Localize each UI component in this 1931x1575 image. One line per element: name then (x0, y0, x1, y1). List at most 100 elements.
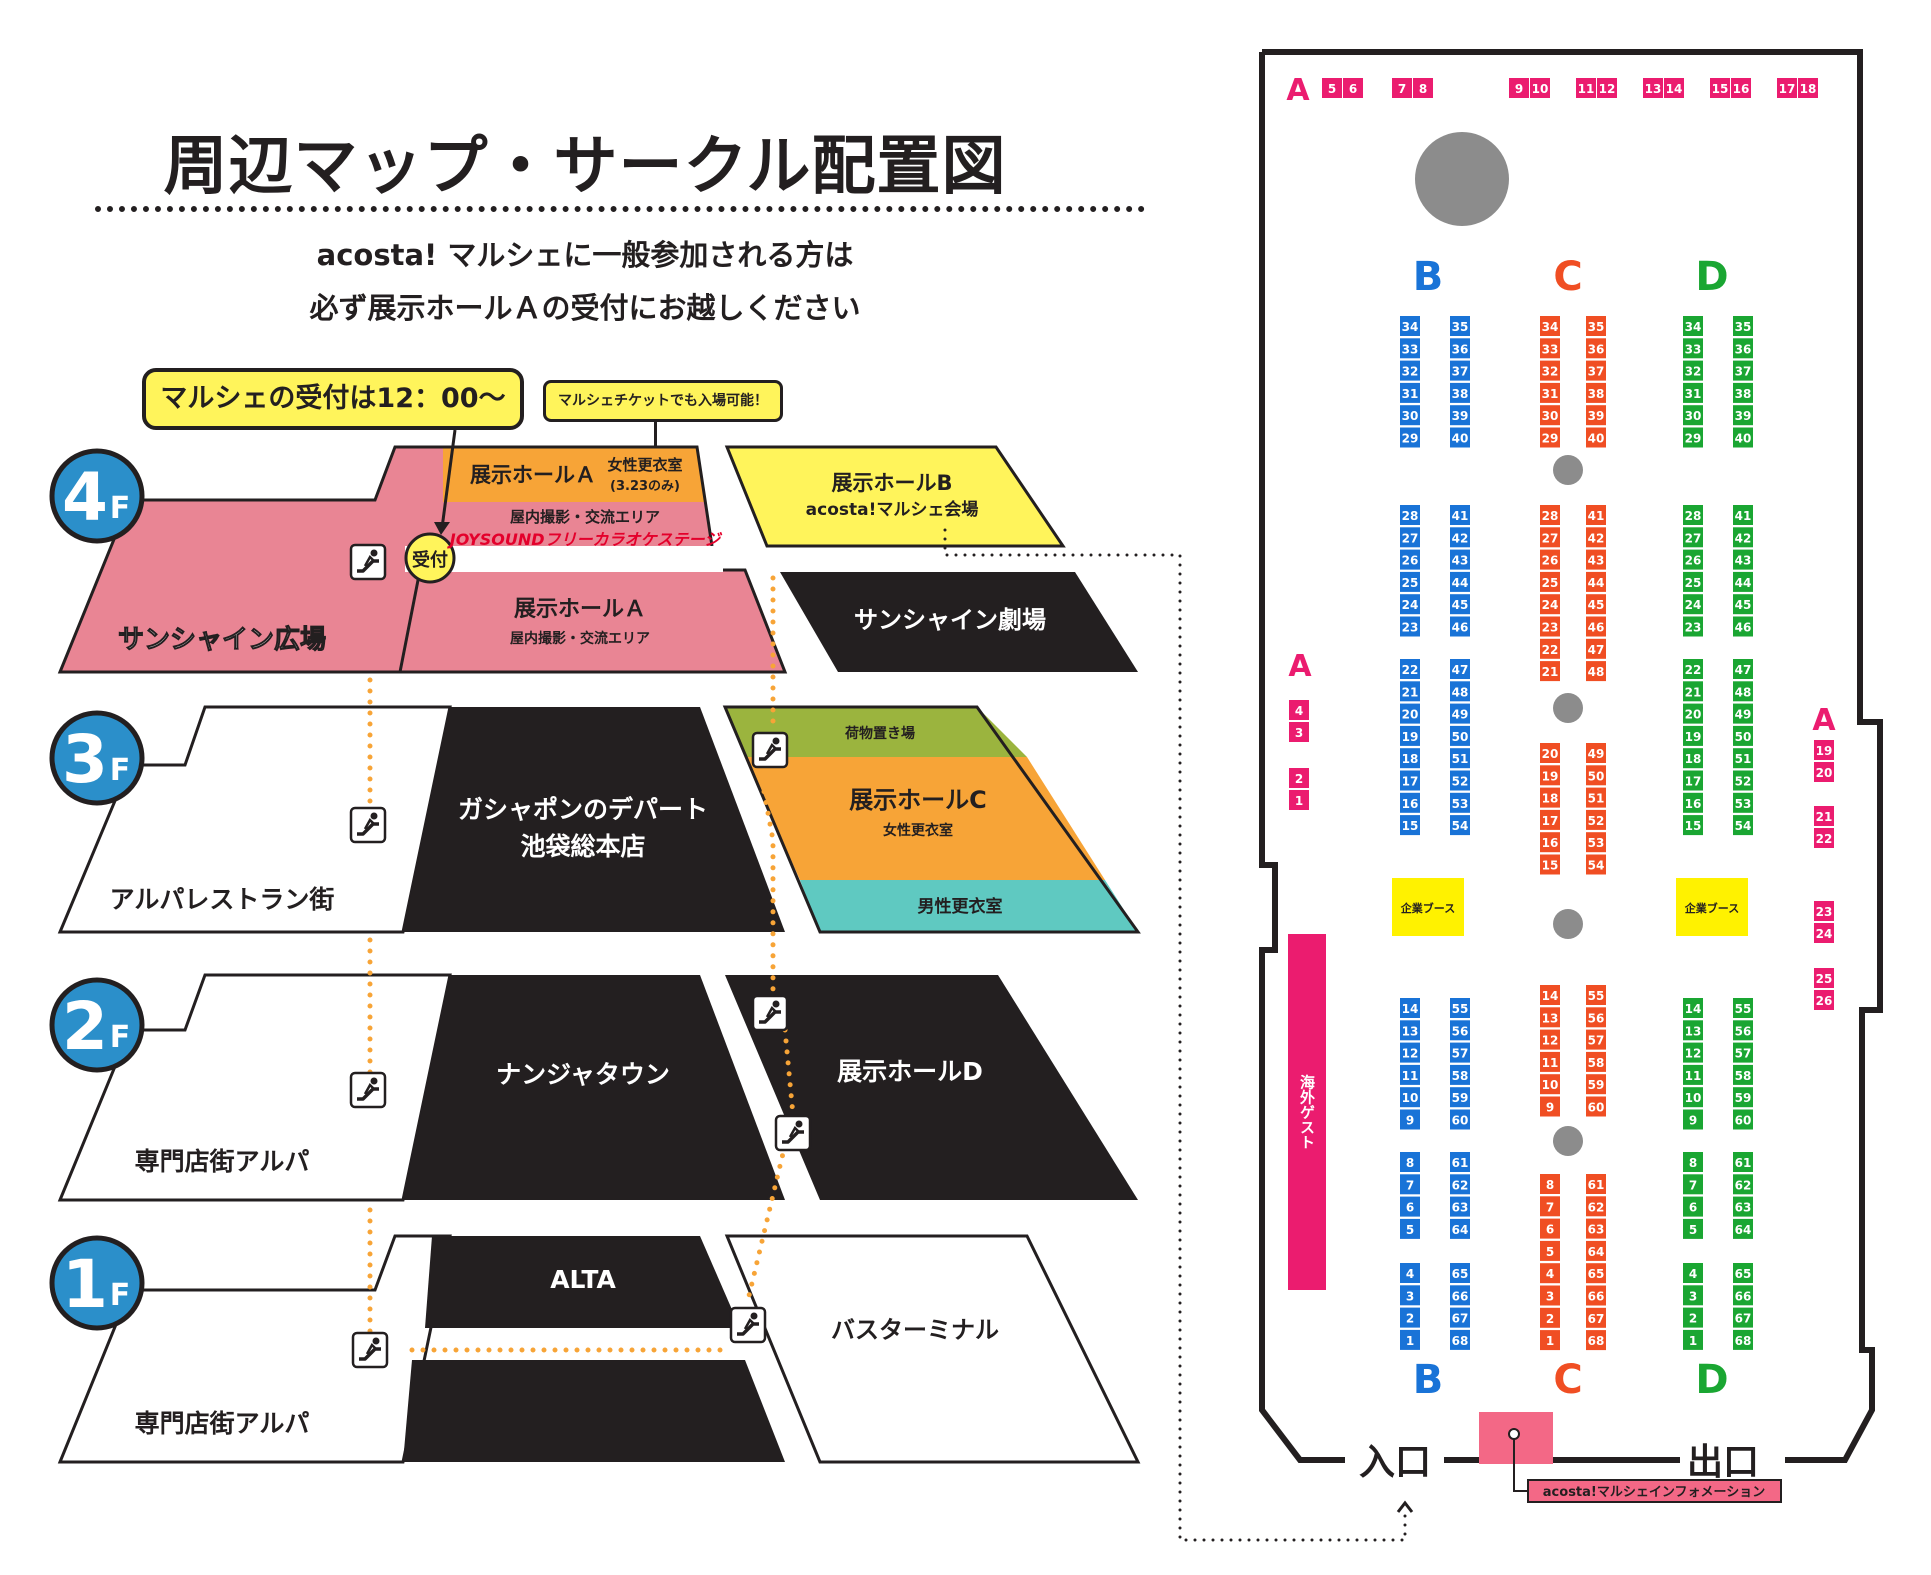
row-d-booth (1683, 815, 1703, 836)
womens-dressing-label: 女性更衣室 (607, 456, 682, 474)
floor-badge-1f: 1 F (49, 1235, 145, 1331)
entrance-label: 入口 (1359, 1442, 1431, 1483)
row-d-booth-label: 38 (1735, 387, 1752, 401)
row-d-booth-label: 10 (1685, 1091, 1702, 1105)
row-b-booth-label: 50 (1452, 730, 1469, 744)
row-c-booth (1540, 1285, 1560, 1306)
row-c-booth (1586, 1330, 1606, 1351)
row-c-booth-label: 1 (1546, 1334, 1554, 1348)
row-c-booth (1586, 809, 1606, 830)
row-b-booth-label: 60 (1452, 1114, 1469, 1128)
row-c-booth (1540, 427, 1560, 448)
floor-badge-4f: 4 F (49, 448, 145, 544)
row-a-booth (1664, 78, 1684, 98)
row-c-booth (1540, 1240, 1560, 1261)
walking-route (367, 575, 796, 1353)
ticket-callout-pointer (654, 420, 657, 446)
row-b-booth (1400, 1174, 1420, 1195)
row-b-booth-label: 36 (1452, 342, 1469, 356)
row-d-booth-label: 36 (1735, 342, 1752, 356)
indoor-shooting-top-area (443, 502, 712, 546)
row-c-booth-label: 7 (1546, 1200, 1554, 1214)
row-a-booth (1413, 78, 1433, 98)
row-d-booth-label: 51 (1735, 752, 1752, 766)
row-d-booth (1733, 725, 1753, 746)
row-d-booth (1733, 427, 1753, 448)
row-b-booth (1450, 1109, 1470, 1130)
row-d-booth (1683, 549, 1703, 570)
row-c-booth-label: 12 (1542, 1034, 1559, 1048)
row-b-booth-label: 65 (1452, 1267, 1469, 1281)
row-b-booth (1400, 505, 1420, 525)
row-b-booth-label: 17 (1402, 775, 1419, 789)
row-b-booth (1450, 1020, 1470, 1041)
row-a-booth (1814, 762, 1834, 782)
row-c-booth (1540, 809, 1560, 830)
row-d-booth (1683, 792, 1703, 813)
row-c-booth-label: 48 (1588, 665, 1605, 679)
row-b-booth-label: 25 (1402, 576, 1419, 590)
row-a-booth (1289, 790, 1309, 810)
row-d-booth (1683, 770, 1703, 791)
specialty-shops-2f-label: 専門店街アルパ (135, 1147, 310, 1176)
row-c-booth-label: 33 (1542, 342, 1559, 356)
row-a-booth (1814, 901, 1834, 921)
row-d-booth-label: 32 (1685, 365, 1702, 379)
row-b-booth (1400, 382, 1420, 403)
row-b-booth-label: 33 (1402, 342, 1419, 356)
mens-dressing-area (800, 880, 1138, 932)
row-b-booth-label: 31 (1402, 387, 1419, 401)
row-b-booth-label: 18 (1402, 752, 1419, 766)
row-d-booth (1683, 427, 1703, 448)
pillar (1553, 1126, 1583, 1156)
row-c-booth (1586, 1174, 1606, 1194)
route-to-entrance (943, 528, 1407, 1542)
row-d-booth-label: 24 (1685, 598, 1702, 612)
page-title: 周辺マップ・サークル配置図 (163, 130, 1007, 204)
row-c-booth-label: 31 (1542, 387, 1559, 401)
row-b-booth (1450, 1174, 1470, 1195)
row-b-booth-label: 20 (1402, 708, 1419, 722)
row-d-booth (1733, 594, 1753, 615)
row-d-booth (1683, 405, 1703, 426)
row-d-booth (1733, 571, 1753, 592)
row-c-booth-label: 8 (1546, 1178, 1554, 1192)
row-c-booth-label: 66 (1588, 1290, 1605, 1304)
row-d-booth-label: 61 (1735, 1156, 1752, 1170)
floor-3f (57, 705, 1141, 934)
row-a-booth-label: 21 (1816, 810, 1833, 824)
row-c-booth-label: 54 (1588, 859, 1605, 873)
row-d-booth-label: 37 (1735, 365, 1752, 379)
row-c-booth (1540, 1051, 1560, 1072)
row-b-booth (1400, 1218, 1420, 1239)
row-a-booth (1814, 990, 1834, 1010)
row-c-booth-label: 43 (1588, 554, 1605, 568)
row-d-booth-label: 22 (1685, 663, 1702, 677)
luggage-area (725, 707, 1027, 757)
row-c-booth-label: 27 (1542, 531, 1559, 545)
row-d-booth-label: 67 (1735, 1312, 1752, 1326)
row-a-booth (1814, 806, 1834, 826)
row-d-booth (1733, 505, 1753, 525)
bus-terminal-area (724, 1234, 1141, 1464)
row-d-booth (1683, 594, 1703, 615)
row-d-booth (1683, 1152, 1703, 1172)
row-b-booth-label: 43 (1452, 554, 1469, 568)
row-a-booth-label: 16 (1733, 82, 1750, 96)
row-c-booth (1586, 854, 1606, 875)
row-c-booth-label: 55 (1588, 989, 1605, 1003)
row-c-booth (1540, 549, 1560, 570)
row-d-booth-label: 55 (1735, 1002, 1752, 1016)
row-d-booth-label: 1 (1689, 1334, 1697, 1348)
row-a-booth-label: 5 (1328, 82, 1336, 96)
row-b-label-top: B (1413, 254, 1444, 300)
row-c-booth (1586, 1263, 1606, 1284)
row-b-booth-label: 56 (1452, 1024, 1469, 1038)
row-d-booth (1733, 360, 1753, 381)
row-c-booth-label: 16 (1542, 836, 1559, 850)
row-d-booth-label: 44 (1735, 576, 1752, 590)
row-d-booth (1733, 549, 1753, 570)
row-d-booth (1733, 659, 1753, 679)
exit-label: 出口 (1687, 1442, 1759, 1483)
